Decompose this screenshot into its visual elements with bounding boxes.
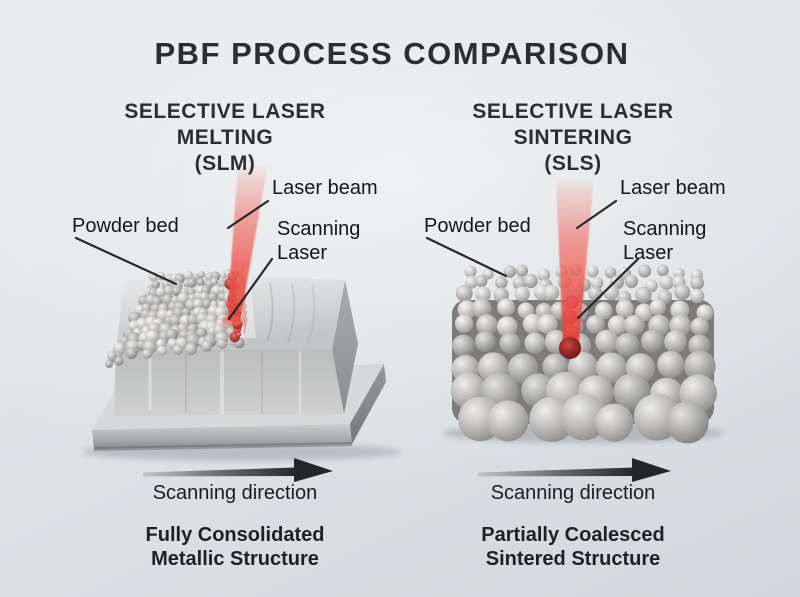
sls-scanning-laser-label: Scanning Laser	[623, 218, 707, 264]
slm-heading-line1: SELECTIVE LASER	[124, 100, 326, 123]
slm-block-side	[332, 280, 358, 414]
page-title: PBF PROCESS COMPARISON	[154, 36, 630, 71]
slm-block-front	[114, 350, 344, 416]
sls-heading: SELECTIVE LASER SINTERING (SLS)	[438, 99, 708, 177]
sls-powder-bed-callout-line	[425, 236, 508, 278]
sls-laser-beam	[556, 177, 594, 345]
slm-heading-line3: (SLM)	[194, 152, 256, 175]
slm-scanning-direction-label: Scanning direction	[152, 482, 318, 504]
slm-heading: SELECTIVE LASER MELTING (SLM)	[90, 99, 360, 177]
sls-scanning-arrow-icon	[478, 458, 671, 482]
sls-result-caption: Partially Coalesced Sintered Structure	[481, 524, 665, 570]
slm-scanning-arrow-icon	[143, 458, 333, 482]
slm-scanning-laser-label: Scanning Laser	[277, 218, 361, 264]
slm-laser-beam	[227, 164, 268, 321]
sls-laser-beam-label: Laser beam	[620, 177, 726, 199]
slm-scanning-laser-callout-line	[227, 257, 274, 321]
slm-base-right	[350, 364, 386, 444]
slm-powder-bed-callout-line	[74, 236, 178, 286]
sls-sintered-spheres	[450, 264, 717, 444]
slm-laser-beam-callout-line	[226, 199, 270, 230]
sls-scanning-laser-callout-line	[576, 257, 640, 320]
slm-impact-glow	[222, 316, 244, 326]
callout-lines	[74, 199, 640, 321]
slm-heading-line2: MELTING	[176, 126, 274, 149]
slm-result-caption: Fully Consolidated Metallic Structure	[145, 524, 325, 570]
slm-base-front	[92, 424, 352, 449]
sls-laser-beam-callout-line	[575, 199, 618, 230]
sls-heading-line1: SELECTIVE LASER	[472, 100, 674, 123]
metal-streaks	[148, 283, 316, 415]
sls-scanning-direction-label: Scanning direction	[490, 482, 656, 504]
sls-impact-spot	[559, 337, 581, 359]
slm-laser-beam-label: Laser beam	[272, 177, 378, 199]
laser-beams	[222, 164, 594, 359]
sls-heading-line3: (SLS)	[544, 152, 602, 175]
sls-heading-line2: SINTERING	[513, 126, 633, 149]
sls-powder-bed-label: Powder bed	[424, 215, 531, 237]
slm-powder-bed-label: Powder bed	[72, 215, 179, 237]
